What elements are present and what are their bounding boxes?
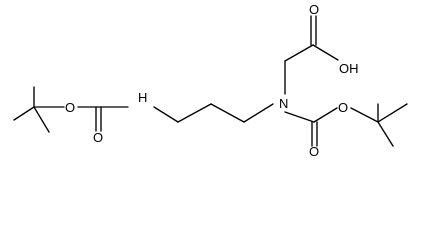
bond-chain-2-to-chain-3 (210, 103, 245, 123)
label-o-ester-right: O (338, 100, 348, 115)
bond-center-n-to-right-carbonyl (284, 111, 315, 123)
chemical-structure-diagram: O O H N O O O OH (13, 2, 408, 159)
bond-chain-3-to-center-n (243, 103, 274, 123)
label-oh: OH (339, 61, 359, 76)
bonds (13, 15, 408, 147)
bond-acid-carbon-to-oh (312, 44, 339, 61)
bond-tbu-right-methyl-bottom (377, 121, 394, 147)
label-o-acid-carbonyl: O (309, 2, 319, 17)
label-n-center: N (279, 96, 288, 111)
label-o-carbonyl-right: O (309, 144, 319, 159)
bond-tbu-left-methyl-left (13, 106, 35, 121)
label-o-carbonyl-left: O (93, 130, 103, 145)
structure-canvas: O O H N O O O OH (13, 2, 408, 159)
bond-right-oxygen-to-tbu (350, 107, 379, 123)
bond-ch2-to-acid-carbon (284, 44, 314, 62)
label-nh: H (138, 90, 147, 105)
bond-right-carbonyl-to-oxygen (313, 107, 338, 123)
label-o-ester-left: O (65, 100, 75, 115)
bond-nh-to-chain-1 (153, 106, 179, 123)
bond-chain-1-to-chain-2 (177, 103, 212, 123)
bond-tbu-left-methyl-bottom (33, 106, 50, 133)
atom-labels: O O H N O O O OH (65, 2, 359, 159)
bond-tbu-right-methyl-right (377, 103, 408, 123)
